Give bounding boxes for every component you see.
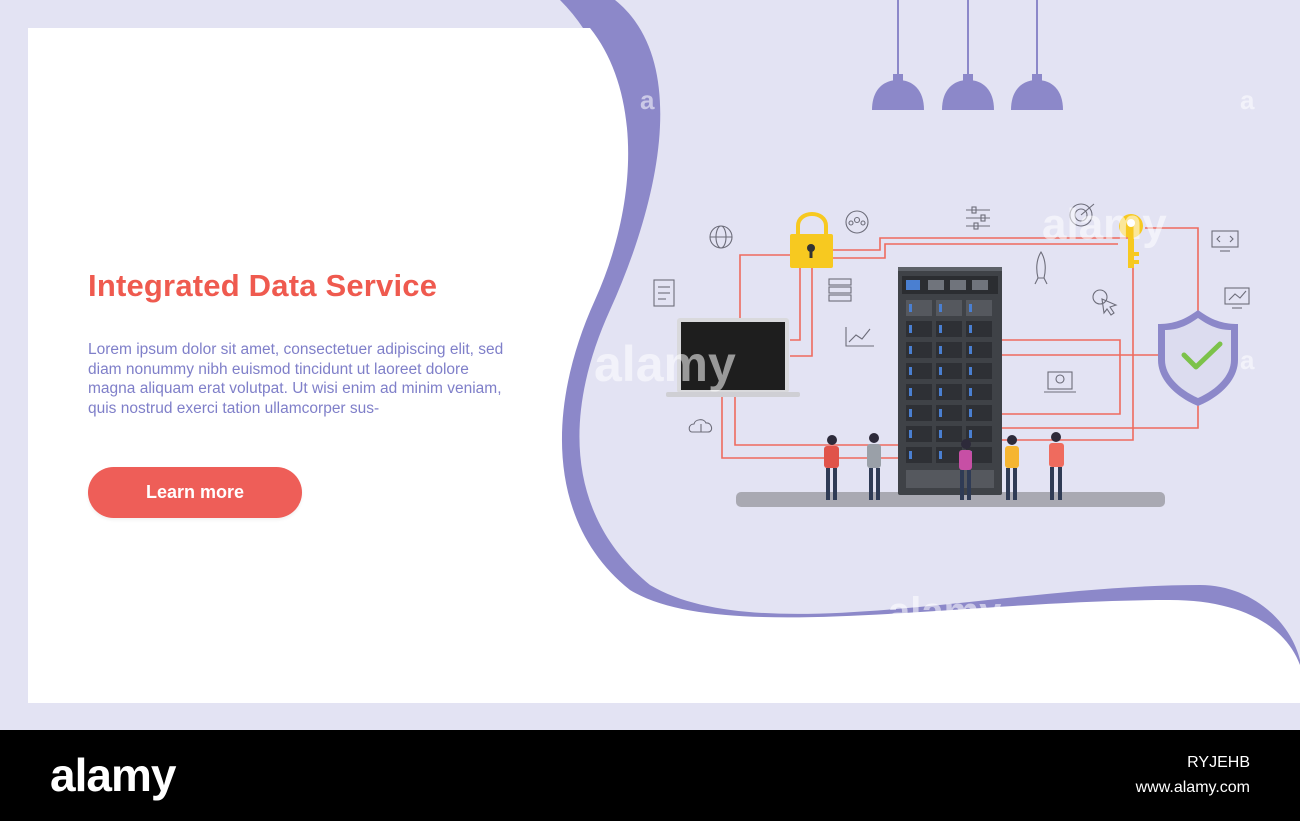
server-led — [939, 304, 942, 312]
server-slot — [906, 300, 932, 316]
person-figure — [867, 433, 881, 500]
server-slot — [936, 300, 962, 316]
floor-platform — [736, 492, 1165, 507]
person-figure — [1005, 435, 1019, 500]
server-led — [969, 388, 972, 396]
purple-wave-band — [548, 0, 1300, 700]
server-led — [909, 346, 912, 354]
pendant-lamp-icon — [872, 0, 924, 110]
server-slot — [906, 405, 932, 421]
server-slot — [936, 363, 962, 379]
laptop-icon — [666, 318, 800, 397]
person-figure — [959, 439, 972, 500]
cursor-click-icon — [1092, 289, 1118, 316]
server-slot — [966, 342, 992, 358]
server-led — [909, 388, 912, 396]
globe-icon — [709, 225, 733, 249]
hero-description: Lorem ipsum dolor sit amet, consectetuer… — [88, 341, 504, 417]
server-led — [909, 451, 912, 459]
server-slot — [906, 321, 932, 337]
server-led — [909, 325, 912, 333]
server-slot — [966, 321, 992, 337]
watermark-footer: alamy RYJEHB www.alamy.com — [0, 730, 1300, 821]
footer-url: www.alamy.com — [1135, 779, 1250, 796]
server-slot — [906, 342, 932, 358]
rocket-icon — [1034, 250, 1048, 285]
hero-title: Integrated Data Service — [88, 268, 438, 303]
server-slot — [966, 300, 992, 316]
padlock-icon — [790, 212, 833, 268]
learn-more-button[interactable]: Learn more — [88, 467, 302, 518]
server-led — [939, 430, 942, 438]
server-led — [969, 304, 972, 312]
server-slot — [936, 384, 962, 400]
server-slot — [936, 321, 962, 337]
footer-logo: alamy — [50, 749, 176, 801]
server-slot — [966, 405, 992, 421]
pendant-lamp-icon — [1011, 0, 1063, 110]
server-slot — [966, 426, 992, 442]
person-figure — [1049, 432, 1064, 500]
server-led — [909, 367, 912, 375]
hero-text-block: Integrated Data Service Lorem ipsum dolo… — [88, 268, 528, 418]
server-led — [909, 304, 912, 312]
server-led — [969, 367, 972, 375]
server-led — [909, 409, 912, 417]
chart-monitor-icon — [1224, 287, 1250, 309]
pendant-lamp-icon — [942, 0, 994, 110]
target-icon — [1069, 203, 1095, 227]
server-led — [939, 409, 942, 417]
code-monitor-icon — [1211, 230, 1239, 252]
connector-lines — [721, 227, 1199, 459]
sliders-icon — [966, 206, 990, 230]
team-target-icon — [845, 210, 869, 234]
server-led — [969, 409, 972, 417]
server-led — [939, 346, 942, 354]
server-led — [939, 325, 942, 333]
image-id: RYJEHB — [1187, 754, 1250, 771]
key-icon — [1119, 214, 1143, 268]
server-slot — [906, 363, 932, 379]
server-slot — [936, 405, 962, 421]
data-service-illustration — [653, 0, 1250, 507]
server-rack-icon — [898, 267, 1002, 495]
server-led — [969, 346, 972, 354]
server-slot — [966, 447, 992, 463]
server-slot — [906, 426, 932, 442]
server-slot — [966, 384, 992, 400]
white-card — [28, 28, 1300, 703]
person-figure — [824, 435, 839, 500]
server-led — [969, 430, 972, 438]
server-slot — [936, 447, 962, 463]
server-stack-icon — [828, 278, 852, 302]
server-slot — [966, 363, 992, 379]
certificate-laptop-icon — [1044, 371, 1076, 393]
hero-banner: alamy alamy alamy a a a a Integrated Dat… — [0, 0, 1300, 730]
cloud-download-icon — [688, 419, 713, 433]
hero-card-background — [28, 0, 1300, 703]
shield-check-icon — [1158, 310, 1238, 406]
server-led — [939, 388, 942, 396]
server-led — [939, 451, 942, 459]
server-led — [969, 325, 972, 333]
server-slot — [936, 342, 962, 358]
server-slot — [936, 426, 962, 442]
line-chart-icon — [845, 327, 874, 347]
document-icon — [653, 279, 675, 307]
server-slot — [906, 384, 932, 400]
server-led — [909, 430, 912, 438]
server-slot — [906, 447, 932, 463]
server-led — [939, 367, 942, 375]
